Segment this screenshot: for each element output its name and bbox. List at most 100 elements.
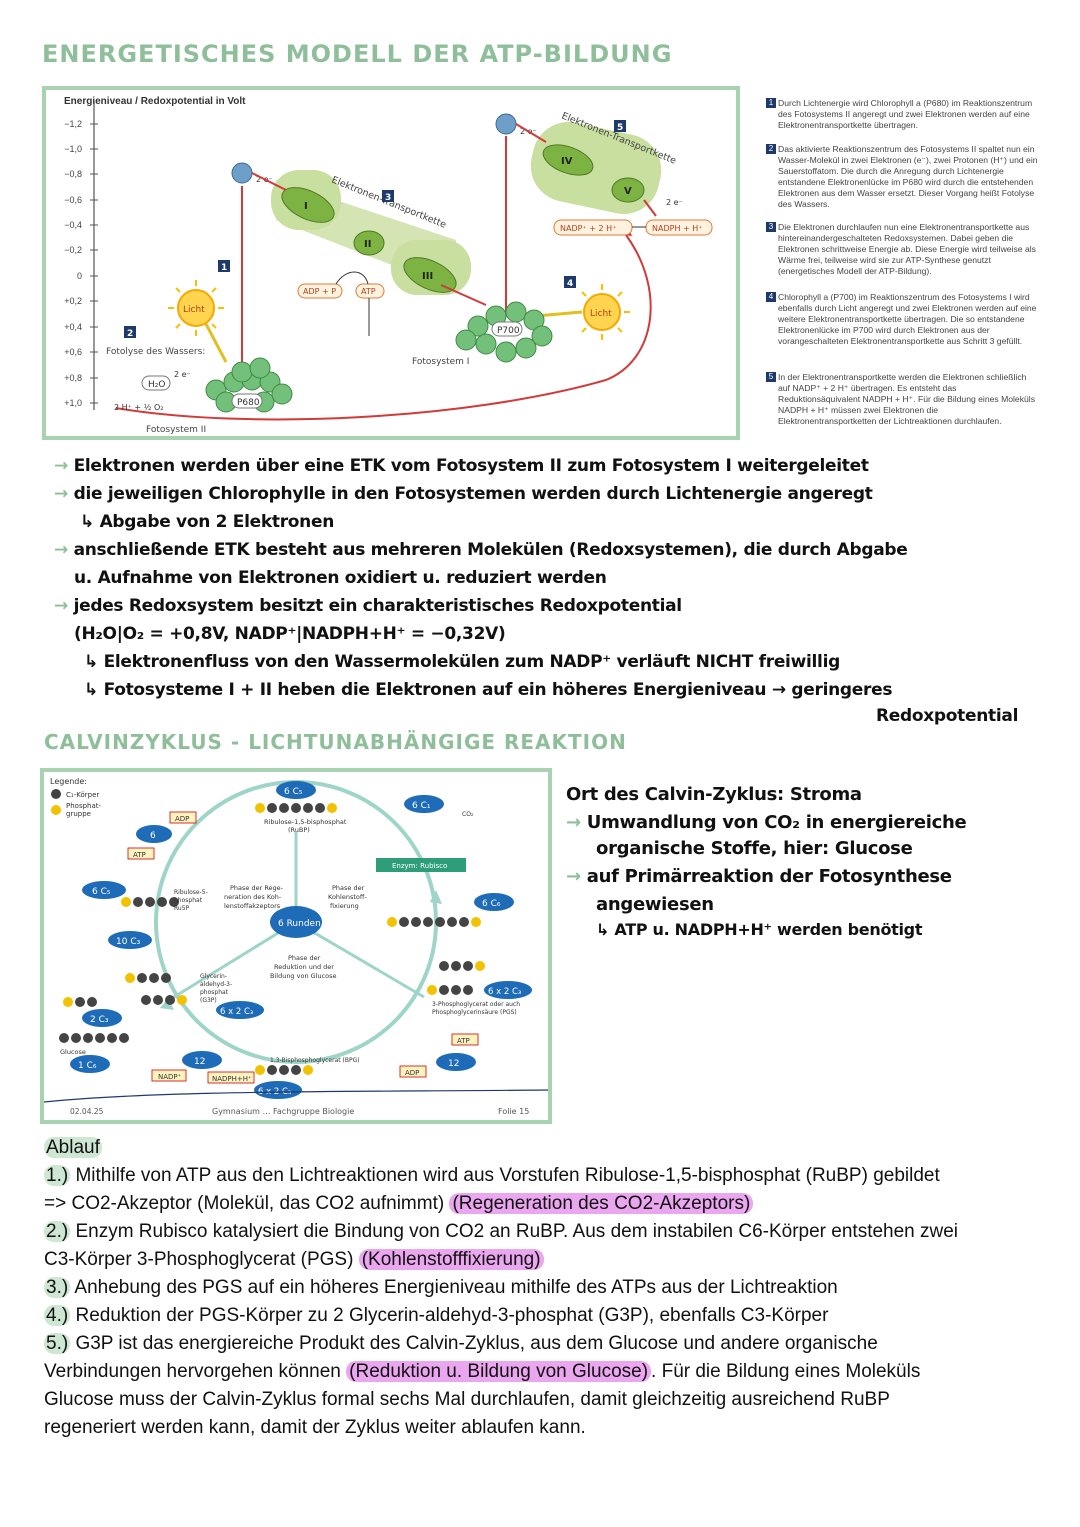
ablauf-line: 5.) G3P ist das energiereiche Produkt de… [44,1330,1044,1358]
step-number: 4.) [44,1305,71,1326]
note-line: → anschließende ETK besteht aus mehreren… [54,540,908,560]
electron-label: 2 e⁻ [666,198,683,207]
tick-label: +1,0 [64,398,82,408]
ablauf-line: Verbindungen hervorgehen können (Redukti… [44,1358,1044,1386]
note-text: jedes Redoxsystem besitzt ein charakteri… [73,596,683,616]
sidebar-item: 4 Chlorophyll a (P700) im Reaktionszentr… [766,292,1038,347]
phase-red-label: Reduktion und der [274,963,334,971]
note-text: organische Stoffe, hier: Glucose [596,838,913,859]
g3p-label: aldehyd-3- [200,981,232,988]
c3-2-label: 2 C₃ [90,1015,109,1025]
ablauf-line: Glucose muss der Calvin-Zyklus formal se… [44,1386,1044,1414]
legend-p-label: gruppe [66,810,91,818]
legend-p-icon [51,805,61,815]
sidebar-item: 3 Die Elektronen durchlaufen nun eine El… [766,222,1038,277]
arrow-icon: → [566,812,587,833]
sidebar-item: 2 Das aktivierte Reaktionszentrum des Fo… [766,144,1038,210]
step-highlight: (Regeneration des CO2-Akzeptors) [449,1193,754,1214]
note-text: Elektronen werden über eine ETK vom Foto… [73,456,869,476]
step-text: regeneriert werden kann, damit der Zyklu… [44,1417,586,1438]
step-text: G3P ist das energiereiche Produkt des Ca… [70,1333,878,1354]
atp-diagram: Energieniveau / Redoxpotential in Volt −… [42,86,740,440]
tick-label: −0,4 [64,220,82,230]
step-text: => CO2-Akzeptor (Molekül, das CO2 aufnim… [44,1193,450,1214]
sidebar-item-number: 5 [766,372,776,382]
atp-label: ATP [133,851,146,859]
note-text: die jeweiligen Chlorophylle in den Fotos… [73,484,873,504]
sidebar-item-text: Das aktivierte Reaktionszentrum des Foto… [778,144,1038,209]
calvin-note: ↳ ATP u. NADPH+H⁺ werden benötigt [596,920,922,939]
ru5p-label: Ru5P [174,905,190,912]
complex-iv [542,144,594,176]
step-text: Enzym Rubisco katalysiert die Bindung vo… [70,1221,959,1242]
step-text: Glucose muss der Calvin-Zyklus formal se… [44,1389,890,1410]
nadph-label: NADPH + H⁺ [652,224,702,233]
step-highlight: (Kohlenstofffixierung) [358,1249,544,1270]
water-products-label: 2 H⁺ + ½ O₂ [114,403,163,412]
legend-c-label: C₁-Körper [66,791,99,799]
complex-ii [353,230,385,256]
step-number: 4 [567,279,573,289]
note-line: → Elektronen werden über eine ETK vom Fo… [54,456,869,476]
step-number: 5.) [44,1333,71,1354]
note-text: anschließende ETK besteht aus mehreren M… [73,540,908,560]
c3-10-label: 10 C₃ [116,937,141,947]
g3p-label: (G3P) [200,997,217,1004]
note-line: u. Aufnahme von Elektronen oxidiert u. r… [74,568,607,588]
phase-fix-label: Phase der [332,884,365,892]
note-text: Redoxpotential [876,706,1019,726]
sidebar-item-number: 4 [766,292,776,302]
co2-label: CO₂ [462,811,474,818]
ablauf-line: 3.) Anhebung des PGS auf ein höheres Ene… [44,1274,1044,1302]
sidebar-item-text: Die Elektronen durchlaufen nun eine Elek… [778,222,1036,276]
note-text: Fotosysteme I + II heben die Elektronen … [103,680,893,700]
tick-label: −0,8 [64,169,82,179]
sun-icon-left [168,280,224,336]
legend-c-icon [51,789,61,799]
ablauf-title-line: Ablauf [44,1134,1044,1162]
complex-v [611,177,645,203]
step-number: 1.) [44,1165,71,1186]
complex-i-label: I [304,201,308,212]
water-label: H₂O [148,380,165,390]
pgs-label: Phosphoglycerinsäure (PGS) [432,1009,517,1016]
tick-label: +0,6 [64,347,82,357]
note-line: (H₂O|O₂ = +0,8V, NADP⁺|NADPH+H⁺ = −0,32V… [74,624,506,644]
calvin-diagram-svg: Legende: C₁-Körper Phosphat- gruppe 6 Ru… [44,777,548,1116]
step-number: 5 [617,123,623,133]
sidebar-item: 5 In der Elektronentransportkette werden… [766,372,1038,427]
step-text: C3-Körper 3-Phosphoglycerat (PGS) [44,1249,359,1270]
c6-1-label: 1 C₆ [78,1061,97,1071]
tick-label: −1,2 [64,119,82,129]
tick-label: 0 [77,271,82,281]
arrow-icon: → [54,596,74,616]
arrow-icon: → [54,456,74,476]
licht-label: Licht [183,305,205,315]
ablauf-line: 4.) Reduktion der PGS-Körper zu 2 Glycer… [44,1302,1044,1330]
tick-label: +0,4 [64,322,82,332]
g3p-label: phosphat [200,989,229,996]
note-text: Ort des Calvin-Zyklus: Stroma [566,784,862,805]
complex-i [281,187,335,223]
adp-label: ADP + P [303,287,336,296]
runden-label: 6 Runden [278,919,321,929]
electron-label: 2 e⁻ [174,370,191,379]
tick-label: −0,2 [64,245,82,255]
complex-iv-label: IV [561,156,573,167]
step-text: Verbindungen hervorgehen können [44,1361,347,1382]
section1-title: ENERGETISCHES MODELL DER ATP-BILDUNG [42,40,673,68]
calvin-note-location: Ort des Calvin-Zyklus: Stroma [566,784,862,805]
enzyme-label: Enzym: Rubisco [392,862,447,870]
complex-iii-label: III [422,271,433,282]
sidebar-item-text: Durch Lichtenergie wird Chlorophyll a (P… [778,98,1033,130]
note-text: angewiesen [596,894,714,915]
nadph-label: NADPH+H⁺ [212,1075,252,1083]
note-line: → jedes Redoxsystem besitzt ein charakte… [54,596,682,616]
note-line: Redoxpotential [876,706,1018,726]
step-text: Reduktion der PGS-Körper zu 2 Glycerin-a… [70,1305,829,1326]
step-number: 3.) [44,1277,71,1298]
sidebar-explanations: 1 Durch Lichtenergie wird Chlorophyll a … [766,92,1044,438]
phase-red-label: Phase der [288,954,321,962]
ablauf-line: => CO2-Akzeptor (Molekül, das CO2 aufnim… [44,1190,1044,1218]
note-line: → die jeweiligen Chlorophylle in den Fot… [54,484,873,504]
